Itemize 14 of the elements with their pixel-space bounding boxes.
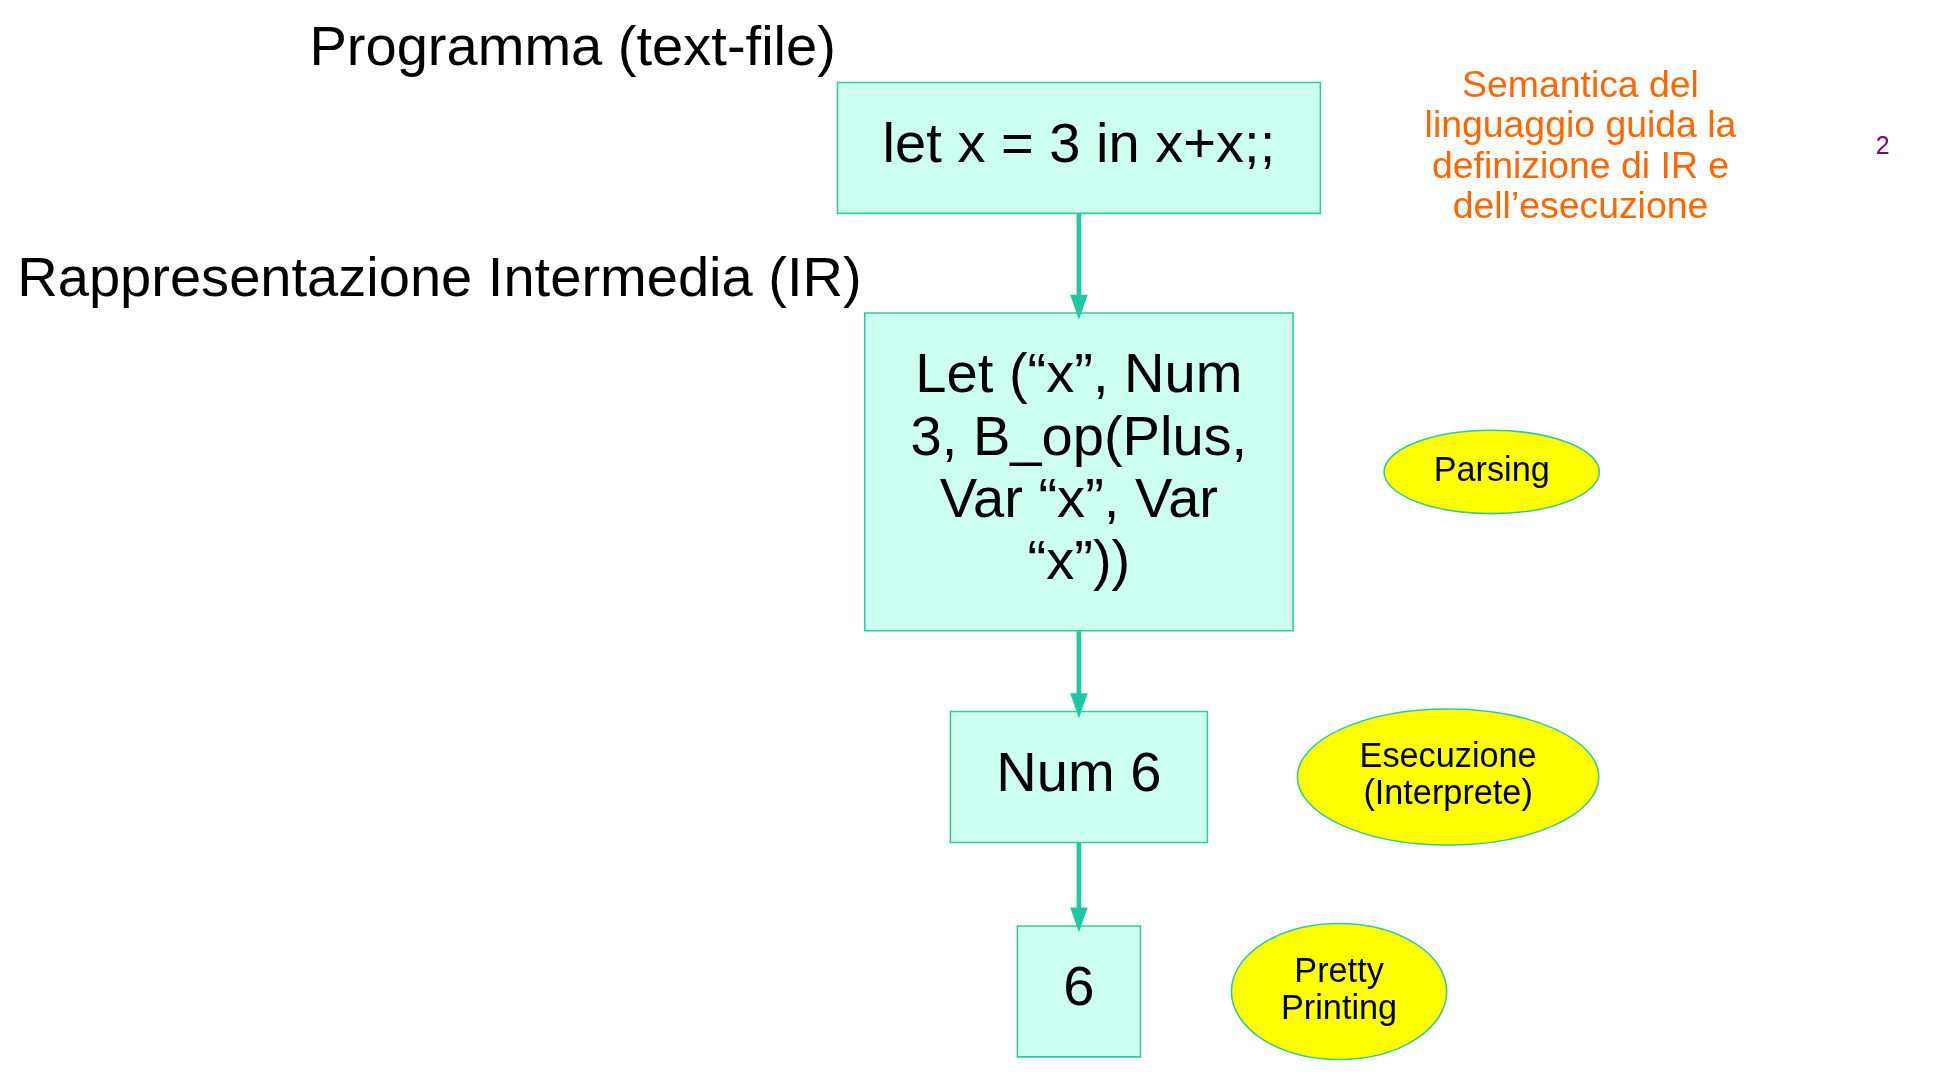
arrow [1070,631,1088,719]
arrow [1070,842,1088,933]
node-box: Let (“x”, Num 3, B_op(Plus, Var “x”, Var “x”)) [863,312,1294,632]
node-ellipse: Esecuzione (Interprete) [1296,708,1600,846]
label: Semantica del linguaggio guida la definizione di IR e dell’esecuzione [1424,62,1737,227]
node-box: let x = 3 in x+x;; [836,81,1322,215]
node-box: 6 [1016,925,1142,1058]
node-ellipse: Parsing [1383,429,1601,515]
node-label: Programma (text-file) [309,14,836,78]
label: 2 [1875,130,1890,159]
node-box: Num 6 [949,710,1209,844]
node-label: Rappresentazione Intermedia (IR) [17,244,862,308]
node-ellipse: Pretty Printing [1230,922,1448,1061]
arrow [1070,213,1088,320]
